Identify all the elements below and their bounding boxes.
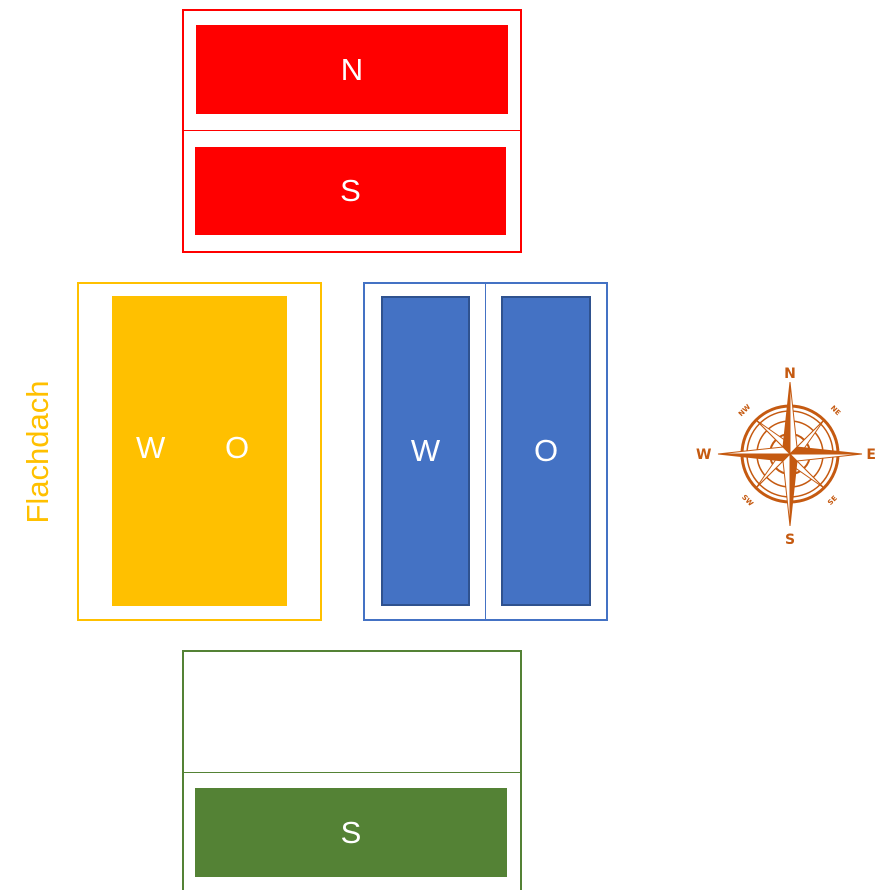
south-label: S xyxy=(340,173,361,208)
compass-rose-icon: N S W E NW NE SW SE xyxy=(696,366,876,546)
compass-nw: NW xyxy=(737,403,752,418)
flat-roof-label: Flachdach xyxy=(20,380,55,524)
compass-se: SE xyxy=(826,494,839,507)
compass-e: E xyxy=(866,447,876,463)
south-panel: S xyxy=(195,147,506,235)
east-panel: O xyxy=(501,296,591,606)
compass-n: N xyxy=(784,366,796,382)
east-label: O xyxy=(225,430,250,465)
ridge-line xyxy=(184,130,520,131)
west-label: W xyxy=(410,433,441,468)
south-label: S xyxy=(340,814,362,850)
ridge-line xyxy=(184,772,520,773)
west-label: W xyxy=(136,430,166,465)
flat-roof-panel xyxy=(112,296,287,606)
north-label: N xyxy=(340,51,364,87)
west-panel: W xyxy=(381,296,470,606)
compass-sw: SW xyxy=(740,493,755,508)
compass-ne: NE xyxy=(829,404,842,417)
compass-w: W xyxy=(696,447,711,463)
compass-s: S xyxy=(785,532,795,546)
south-panel: S xyxy=(195,788,507,877)
ridge-line xyxy=(485,284,486,619)
north-panel: N xyxy=(196,25,508,114)
east-label: O xyxy=(533,433,559,468)
